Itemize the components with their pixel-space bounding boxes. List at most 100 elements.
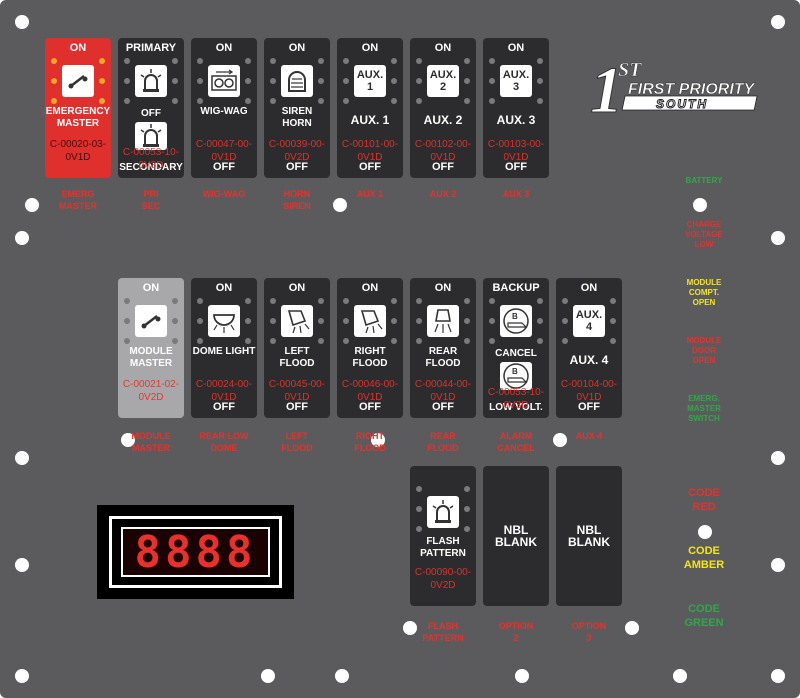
brand-sup: ST [618, 59, 642, 81]
indicator-battery: BATTERY [685, 176, 723, 185]
panel-screw [15, 15, 29, 29]
aux-icon-text: AUX.1 [356, 69, 384, 93]
led-dot [124, 298, 130, 304]
panel-screw [625, 621, 639, 635]
switch-label: AUX. 4 [569, 353, 609, 367]
led-dot [537, 78, 543, 84]
switch-sub-label: LOW VOLT. [489, 402, 543, 413]
part-code: C-00101-00-0V1D [341, 139, 399, 163]
part-code: C-00047-00-0V1D [195, 139, 253, 163]
switch-top-label: ON [361, 42, 379, 54]
led-dot [318, 318, 324, 324]
panel-screw [261, 669, 275, 683]
aux-icon: AUX.3 [500, 65, 532, 97]
switch-top-label: ON [507, 42, 525, 54]
indicator-dots [124, 58, 178, 118]
led-dot [343, 98, 349, 104]
led-dot [99, 98, 105, 104]
led-dot [610, 318, 616, 324]
led-dot [197, 318, 203, 324]
flood-icon [354, 305, 386, 337]
backup-icon: B [500, 305, 532, 337]
led-dot [464, 486, 470, 492]
part-code: C-00053-10-0V3D [487, 387, 545, 411]
part-code: C-00090-00-0V2D [414, 567, 472, 591]
panel-screw [771, 451, 785, 465]
indicator-dots [343, 58, 397, 118]
panel-screw [698, 525, 712, 539]
led-dot [489, 318, 495, 324]
led-dot [245, 318, 251, 324]
caption-aux-1: AUX 1 [356, 189, 384, 199]
led-dot [124, 78, 130, 84]
led-dot [610, 298, 616, 304]
toggle-icon [62, 65, 94, 97]
part-code: C-00044-00-0V1D [414, 379, 472, 403]
switch-top-label: ON [215, 42, 233, 54]
aux-icon: AUX.4 [573, 305, 605, 337]
indicator-dots [562, 298, 616, 358]
part-code: C-00104-00-0V1D [560, 379, 618, 403]
led-dot [172, 338, 178, 344]
switch-top-label: BACKUP [492, 282, 540, 294]
toggle-icon [135, 305, 167, 337]
switch-off-label: OFF [213, 401, 235, 413]
led-dot [391, 58, 397, 64]
caption-aux-3: AUX 3 [502, 189, 530, 199]
led-dot [51, 78, 57, 84]
led-dot [416, 506, 422, 512]
led-dot [537, 318, 543, 324]
panel-screw [333, 198, 347, 212]
panel-screw [15, 669, 29, 683]
led-dot [489, 58, 495, 64]
panel-screw [693, 198, 707, 212]
beacon-icon [135, 65, 167, 97]
switch-off-label: OFF [359, 161, 381, 173]
wigwag-icon [208, 65, 240, 97]
led-dot [270, 298, 276, 304]
switch-top-label: ON [288, 42, 306, 54]
led-dot [197, 78, 203, 84]
indicator-dots [343, 298, 397, 358]
switch-off-label: OFF [286, 161, 308, 173]
switch-top-label: ON [580, 282, 598, 294]
led-dot [245, 338, 251, 344]
panel-screw [771, 15, 785, 29]
switch-top-label: PRIMARY [125, 42, 177, 54]
switch-top-label: ON [288, 282, 306, 294]
led-dot [318, 98, 324, 104]
indicator-dots [51, 58, 105, 118]
led-dot [343, 298, 349, 304]
led-dot [416, 338, 422, 344]
digital-display: 8888 [97, 505, 294, 599]
switch-label: OFF [141, 108, 161, 119]
